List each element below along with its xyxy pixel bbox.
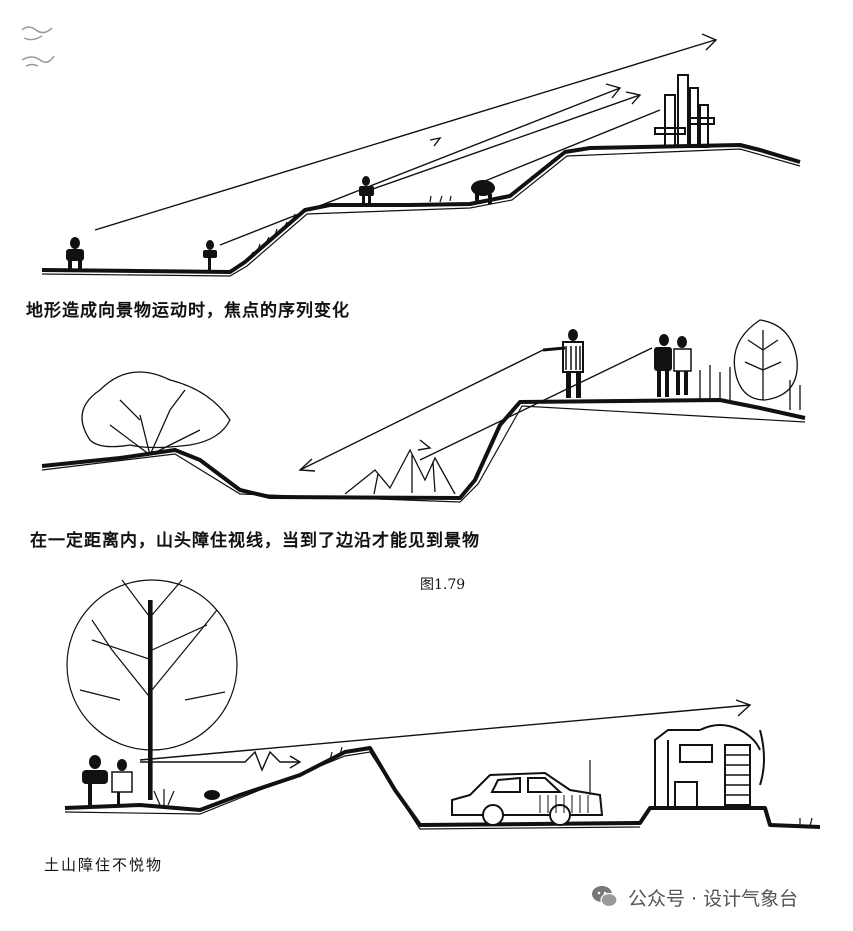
panel-2-mountains bbox=[344, 448, 456, 495]
panel-3-plants bbox=[153, 746, 813, 827]
panel-3-caption: 土山障住不悦物 bbox=[44, 856, 164, 874]
panel-3-figures bbox=[82, 755, 220, 808]
panel-2-sight-lines bbox=[298, 347, 653, 472]
wechat-icon bbox=[592, 886, 618, 908]
panel-1-ground bbox=[41, 143, 801, 274]
panel-2-caption: 在一定距离内，山头障住视线，当到了边沿才能见到景物 bbox=[30, 531, 480, 551]
panel-2-bush bbox=[81, 371, 231, 456]
panel-1-caption: 地形造成向景物运动时，焦点的序列变化 bbox=[26, 301, 350, 321]
panel-3-car bbox=[451, 760, 604, 826]
panel-2-figures bbox=[542, 329, 692, 398]
panel-1-figures bbox=[66, 176, 495, 270]
panel-2-trees bbox=[699, 319, 801, 410]
watermark: 公众号 · 设计气象台 bbox=[590, 882, 798, 912]
scan-artifact bbox=[21, 26, 55, 67]
panel-1-skyline bbox=[654, 74, 715, 148]
panel-3-tree bbox=[66, 579, 238, 800]
panel-3-ground bbox=[64, 746, 821, 829]
watermark-text: 公众号 · 设计气象台 bbox=[628, 887, 799, 910]
panel-3-sight-lines bbox=[139, 699, 752, 772]
panel-1-grass bbox=[249, 159, 553, 259]
panel-3-factory bbox=[654, 724, 765, 809]
figure-number: 图1.79 bbox=[420, 577, 466, 593]
panel-1-sight-lines bbox=[94, 33, 718, 246]
